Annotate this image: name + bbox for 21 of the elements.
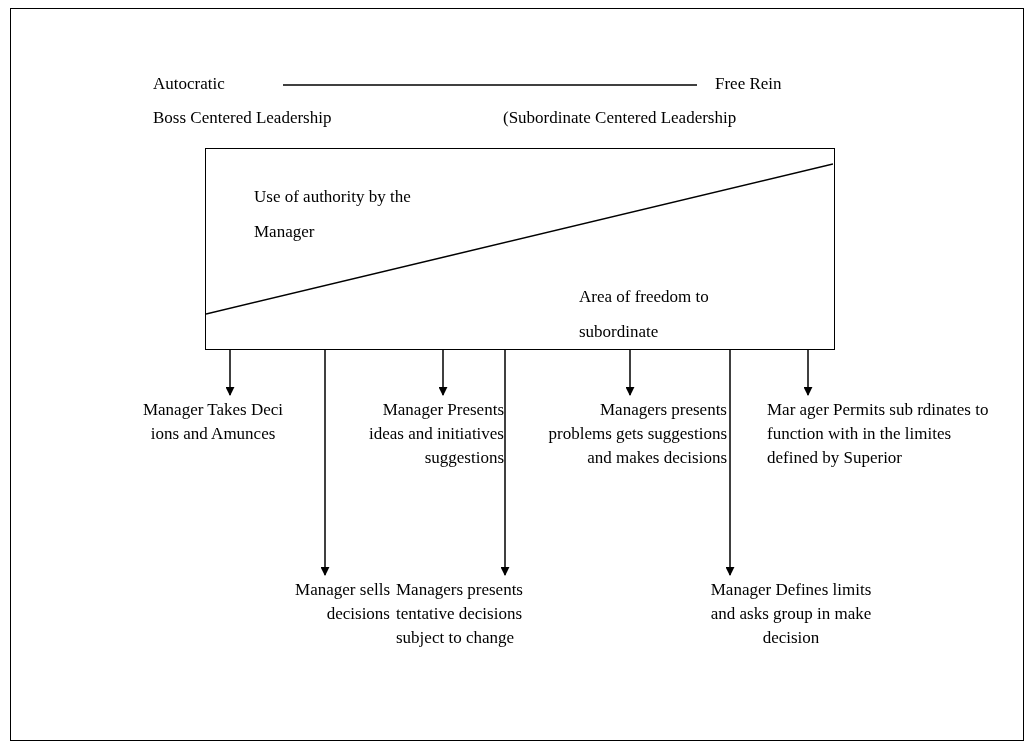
style-description: Mar ager Permits sub rdinates to function with in the limites defined by Superior <box>767 398 997 470</box>
arrow <box>803 349 813 396</box>
arrow <box>225 349 235 396</box>
style-description: Manager Takes Deci ions and Amunces <box>128 398 298 446</box>
arrow <box>625 349 635 396</box>
region-label: Area of freedom to subordinate <box>579 286 710 343</box>
style-description: Managers presents problems gets suggestions and makes decisions <box>544 398 727 470</box>
style-description: Manager Presents ideas and initiatives suggestions <box>360 398 504 470</box>
style-description: Manager Defines limits and asks group in make decision <box>700 578 882 650</box>
arrow <box>725 349 735 576</box>
scale-label: (Subordinate Centered Leadership <box>503 107 737 129</box>
style-description: Managers presents tentative decisions subject to change <box>396 578 574 650</box>
arrow <box>320 349 330 576</box>
style-description: Autocratic <box>153 72 263 96</box>
region-label: Use of authority by the Manager <box>254 186 412 243</box>
style-description: Free Rein <box>715 72 805 96</box>
arrow <box>500 349 510 576</box>
scale-label: Boss Centered Leadership <box>153 107 332 129</box>
continuum-line <box>282 84 698 86</box>
style-description: Manager sells decisions <box>248 578 390 626</box>
arrow <box>438 349 448 396</box>
